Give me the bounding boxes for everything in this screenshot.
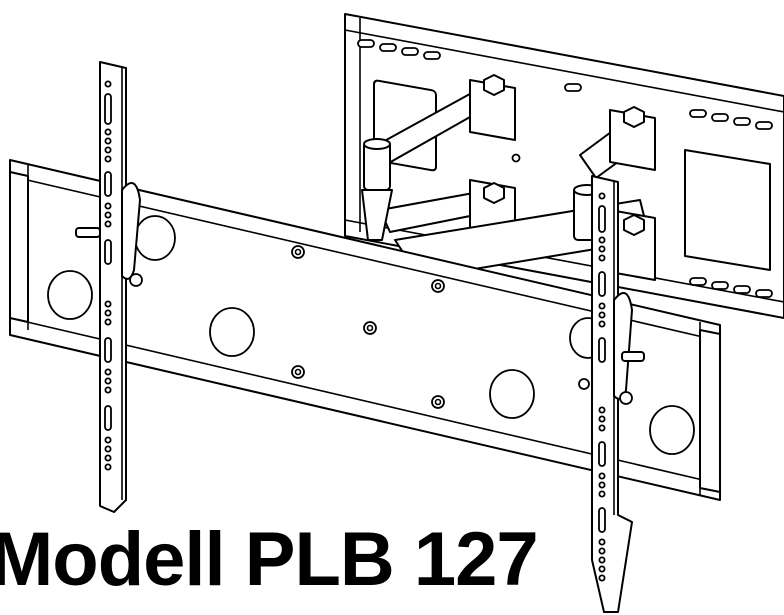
model-title: Modell PLB 127 <box>0 517 539 602</box>
left-vertical-bracket <box>75 61 143 513</box>
articulating-arm <box>361 74 656 281</box>
tv-mounting-plate <box>9 159 721 501</box>
right-vertical-bracket <box>578 175 645 613</box>
plate-screws <box>291 245 445 409</box>
right-bracket-holes <box>598 192 606 582</box>
wall-plate-slots-bottom <box>689 277 773 298</box>
wall-plate-slots-top <box>357 39 773 130</box>
left-bracket-holes <box>104 80 112 471</box>
